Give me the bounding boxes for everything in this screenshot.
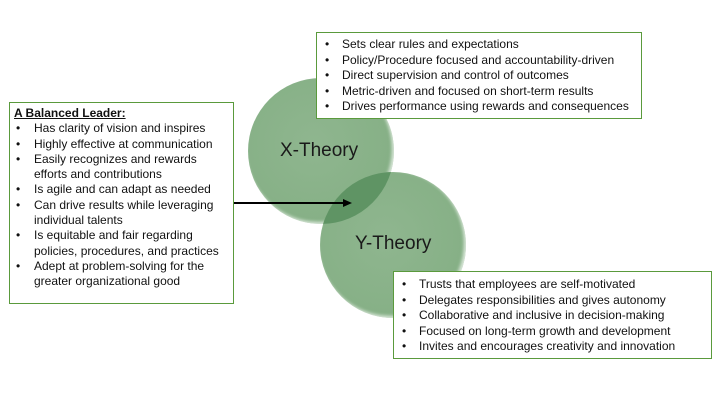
list-item: Has clarity of vision and inspires <box>14 121 229 137</box>
list-item: Metric-driven and focused on short-term … <box>321 84 637 100</box>
list-item: Collaborative and inclusive in decision-… <box>398 308 707 324</box>
x-theory-traits-list: Sets clear rules and expectations Policy… <box>321 37 637 115</box>
balanced-leader-list: Has clarity of vision and inspires Highl… <box>14 121 229 289</box>
overlap-region <box>320 172 394 224</box>
list-item: Drives performance using rewards and con… <box>321 99 637 115</box>
list-item: Adept at problem-solving for the greater… <box>14 259 229 290</box>
list-item: Sets clear rules and expectations <box>321 37 637 53</box>
y-theory-traits-list: Trusts that employees are self-motivated… <box>398 277 707 355</box>
list-item: Easily recognizes and rewards efforts an… <box>14 152 229 183</box>
list-item: Policy/Procedure focused and accountabil… <box>321 53 637 69</box>
list-item: Focused on long-term growth and developm… <box>398 324 707 340</box>
x-theory-label: X-Theory <box>280 140 359 161</box>
list-item: Can drive results while leveraging indiv… <box>14 198 229 229</box>
list-item: Direct supervision and control of outcom… <box>321 68 637 84</box>
list-item: Is equitable and fair regarding policies… <box>14 228 229 259</box>
balanced-leader-title: A Balanced Leader: <box>14 106 126 120</box>
arrow-head-icon <box>343 199 352 207</box>
list-item: Invites and encourages creativity and in… <box>398 339 707 355</box>
list-item: Trusts that employees are self-motivated <box>398 277 707 293</box>
y-theory-label: Y-Theory <box>355 233 432 254</box>
y-theory-traits-box: Trusts that employees are self-motivated… <box>393 271 712 359</box>
list-item: Delegates responsibilities and gives aut… <box>398 293 707 309</box>
list-item: Is agile and can adapt as needed <box>14 182 229 198</box>
balanced-leader-box: A Balanced Leader: Has clarity of vision… <box>9 102 234 304</box>
x-theory-traits-box: Sets clear rules and expectations Policy… <box>316 32 642 119</box>
list-item: Highly effective at communication <box>14 137 229 153</box>
